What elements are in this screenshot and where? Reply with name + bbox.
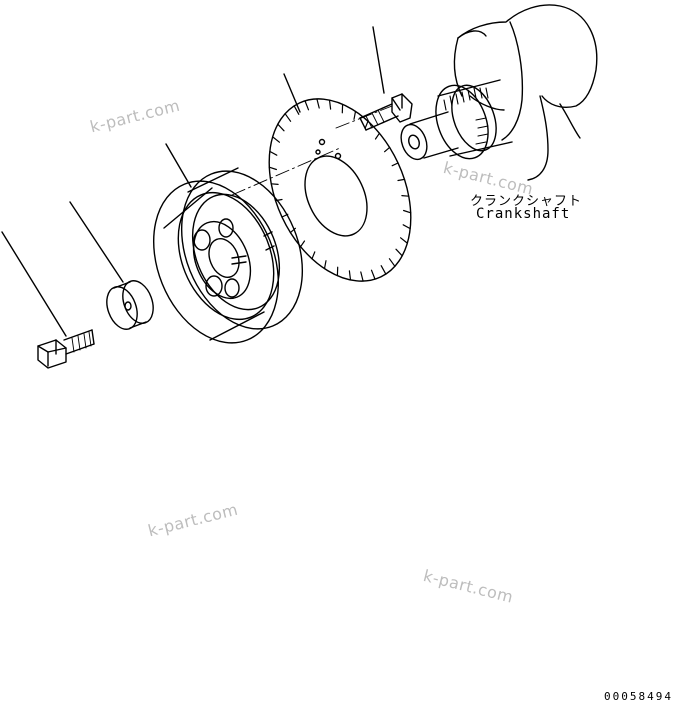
gear-tooth: [380, 265, 387, 275]
gear-tooth: [348, 270, 352, 281]
gear-tooth: [274, 198, 283, 202]
ring-gear-teeth: [268, 98, 412, 282]
gear-tooth: [370, 269, 376, 280]
gear-tooth: [403, 209, 412, 214]
gear-tooth: [401, 195, 410, 197]
leader-line-ring-gear: [283, 73, 301, 113]
gear-tooth: [272, 136, 280, 143]
gear-tooth: [395, 248, 403, 257]
gear-tooth: [277, 123, 285, 132]
gear-tooth: [384, 146, 391, 153]
gear-tooth: [364, 120, 369, 129]
leader-line-washer: [69, 201, 124, 283]
leader-line-bolt: [1, 231, 67, 337]
gear-tooth: [316, 98, 320, 109]
gear-tooth: [311, 251, 316, 260]
gear-tooth: [400, 237, 408, 244]
gear-tooth: [300, 240, 306, 248]
gear-tooth: [360, 271, 364, 282]
gear-tooth: [353, 110, 357, 120]
gear-tooth: [304, 100, 310, 111]
gear-tooth: [391, 162, 399, 167]
gear-tooth: [270, 183, 279, 185]
crankshaft: [400, 4, 598, 181]
gear-tooth: [284, 113, 292, 122]
drawing-number: 00058494: [604, 690, 673, 703]
gear-tooth: [269, 150, 278, 156]
crankshaft-pulley: [152, 167, 304, 344]
leader-line-pulley: [165, 143, 192, 188]
gear-tooth: [397, 178, 406, 182]
leader-lines: [1, 26, 385, 337]
gear-tooth: [328, 99, 332, 110]
gear-tooth: [402, 224, 411, 230]
gear-tooth: [323, 260, 327, 270]
leader-line-mounting-bolt: [372, 26, 385, 94]
gear-tooth: [268, 166, 277, 171]
crankshaft-label-english: Crankshaft: [476, 206, 571, 222]
mounting-bolt: [359, 93, 413, 131]
gear-tooth: [374, 132, 380, 140]
washer: [106, 280, 154, 330]
main-bolt: [37, 329, 95, 369]
gear-tooth: [388, 258, 396, 267]
crankshaft-label-japanese: クランクシャフト: [470, 194, 583, 209]
ring-gear: [268, 98, 412, 282]
gear-tooth: [293, 105, 300, 115]
